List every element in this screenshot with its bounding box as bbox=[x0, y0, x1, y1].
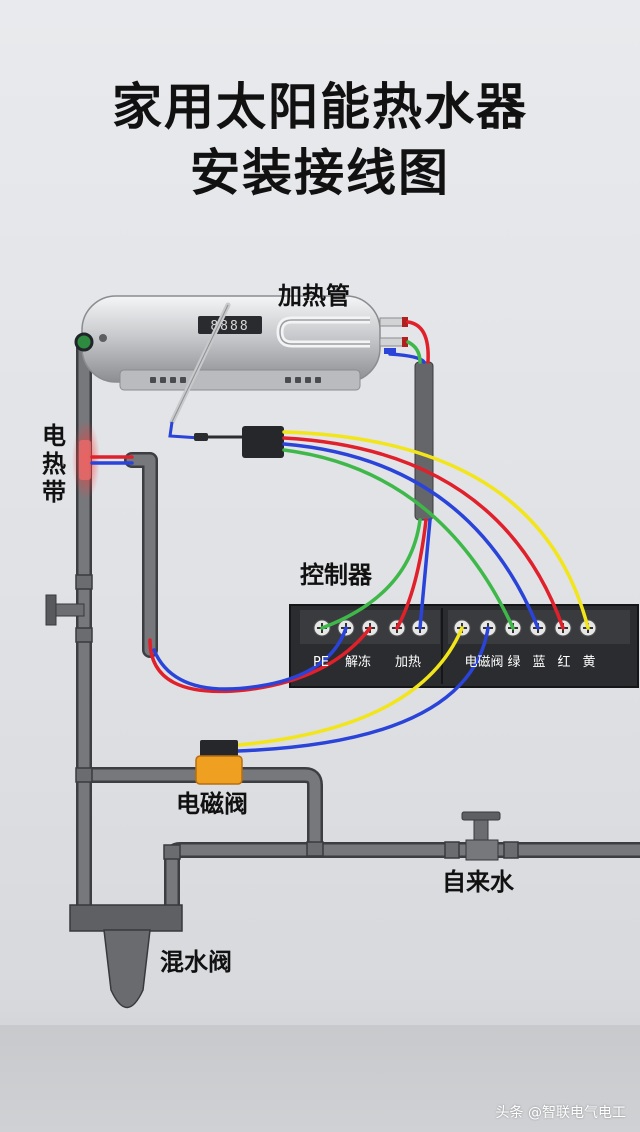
wires bbox=[90, 320, 590, 753]
fitting bbox=[75, 574, 93, 590]
tap-water-valve-icon bbox=[461, 811, 501, 861]
wire-green-heater bbox=[406, 340, 422, 364]
terminal-label-yellow: 黄 bbox=[582, 655, 596, 670]
mixing-valve-label: 混水阀 bbox=[160, 948, 232, 976]
manual-valve-icon bbox=[45, 594, 85, 626]
tank-outlet bbox=[74, 332, 94, 352]
fitting bbox=[444, 841, 460, 859]
page-subtitle: 安装接线图 bbox=[190, 144, 450, 202]
tap-water-label: 自来水 bbox=[442, 868, 514, 896]
heater-connectors bbox=[379, 317, 408, 354]
page-title: 家用太阳能热水器 bbox=[112, 78, 528, 136]
controller-box bbox=[289, 604, 639, 688]
wire-blue-band bbox=[90, 461, 348, 691]
mixing-valve-icon bbox=[69, 904, 183, 1009]
terminal-label-heating: 加热 bbox=[394, 655, 421, 670]
wire-blue-heater bbox=[388, 352, 426, 364]
controller-label: 控制器 bbox=[300, 561, 372, 589]
water-tank: 8888 bbox=[81, 295, 381, 391]
terminal-label-red: 红 bbox=[557, 655, 571, 670]
wire-green-sensor bbox=[282, 448, 515, 630]
watermark: 头条 @智联电气电工 bbox=[495, 1105, 626, 1121]
wire-blue-heating bbox=[418, 518, 432, 630]
wire-yellow-solenoid bbox=[236, 626, 464, 747]
hot-return-pipe bbox=[126, 454, 156, 656]
sensor-connector bbox=[242, 426, 284, 458]
terminal-label-pe: PE bbox=[312, 655, 330, 670]
fitting bbox=[75, 627, 93, 643]
heating-band-label: 电热带 bbox=[42, 422, 66, 506]
wire-red-heating bbox=[395, 518, 428, 630]
wire-yellow-sensor bbox=[282, 430, 590, 630]
fitting bbox=[306, 841, 324, 857]
terminal-label-solenoid: 电磁阀 bbox=[464, 655, 504, 670]
wire-red-sensor bbox=[282, 436, 565, 630]
wire-blue-sensor bbox=[282, 442, 540, 630]
terminal-label-green: 绿 bbox=[507, 655, 521, 670]
tap-water-pipe bbox=[166, 844, 640, 921]
sensor-probe bbox=[168, 302, 231, 441]
wire-green-pe bbox=[320, 518, 422, 630]
terminal-label-blue: 蓝 bbox=[532, 655, 546, 670]
fitting bbox=[163, 844, 181, 860]
fitting bbox=[75, 767, 93, 783]
cable-sleeve bbox=[414, 361, 434, 521]
solenoid-pipe bbox=[78, 769, 321, 856]
fitting bbox=[503, 841, 519, 859]
solenoid-valve-label: 电磁阀 bbox=[176, 790, 248, 818]
heating-band bbox=[79, 440, 91, 480]
terminal-label-defrost: 解冻 bbox=[344, 655, 371, 670]
wire-red-heater bbox=[406, 320, 430, 364]
wire-red-band bbox=[90, 455, 372, 694]
solenoid-valve-icon bbox=[195, 740, 243, 785]
heater-tube-label: 加热管 bbox=[278, 282, 350, 310]
wire-blue-solenoid bbox=[236, 626, 490, 753]
floor bbox=[0, 1025, 640, 1132]
